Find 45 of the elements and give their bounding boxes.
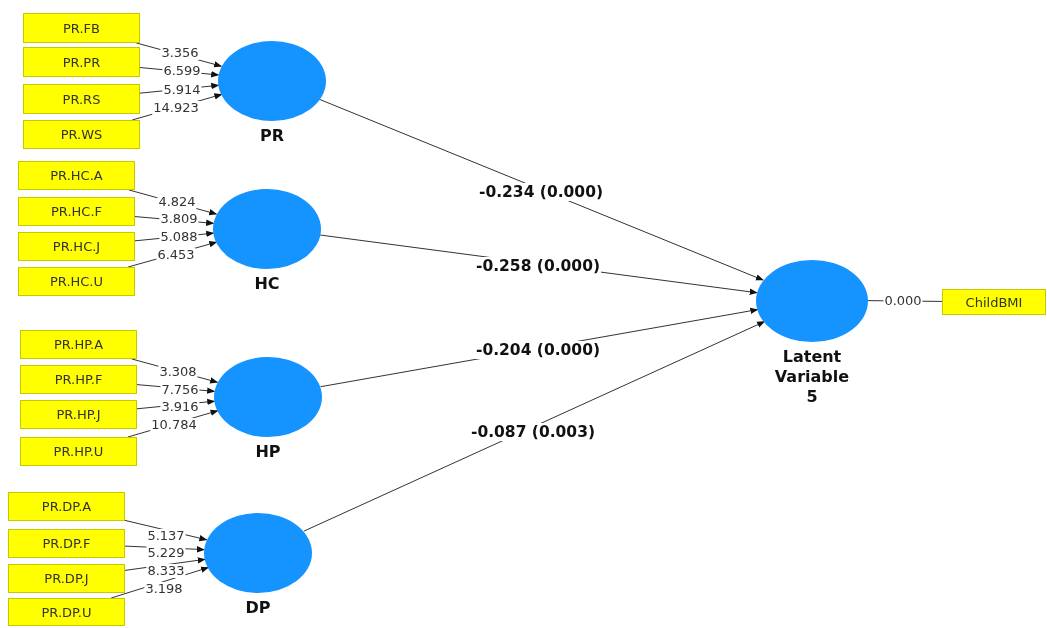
edge-label: 10.784	[150, 418, 198, 432]
indicator-box: PR.RS	[23, 84, 140, 114]
edge-label: 5.088	[159, 230, 199, 244]
edge-label: 4.824	[157, 195, 197, 209]
edge-label: 3.198	[144, 582, 184, 596]
indicator-box: PR.HP.J	[20, 400, 137, 429]
indicator-box: PR.HP.F	[20, 365, 137, 394]
path-coefficient-label: -0.258 (0.000)	[474, 257, 602, 275]
edge-label: 5.229	[146, 546, 186, 560]
edge-label: 3.809	[159, 212, 199, 226]
indicator-box: PR.HC.A	[18, 161, 135, 190]
edge-label: 7.756	[160, 383, 200, 397]
edge-label: 6.453	[156, 248, 196, 262]
edge-label: 8.333	[146, 564, 186, 578]
node-label: Latent Variable 5	[773, 347, 851, 407]
indicator-box: PR.DP.A	[8, 492, 125, 521]
edge-label: 5.914	[162, 83, 202, 97]
indicator-box: PR.HP.A	[20, 330, 137, 359]
path-coefficient-label: -0.204 (0.000)	[474, 341, 602, 359]
indicator-box: PR.HP.U	[20, 437, 137, 466]
indicator-box: PR.FB	[23, 13, 140, 43]
edge-label: 3.308	[158, 365, 198, 379]
node-label: DP	[244, 598, 272, 618]
indicator-box: PR.DP.U	[8, 598, 125, 626]
indicator-box: PR.DP.F	[8, 529, 125, 558]
indicator-box: PR.PR	[23, 47, 140, 77]
arrow	[318, 98, 764, 281]
indicator-box: PR.HC.F	[18, 197, 135, 226]
node-label: PR	[258, 126, 285, 146]
indicator-box: ChildBMI	[942, 289, 1046, 315]
edge-label: 14.923	[152, 101, 200, 115]
edge-label: 3.356	[160, 46, 200, 60]
edge-label: 5.137	[146, 529, 186, 543]
indicator-box: PR.HC.J	[18, 232, 135, 261]
arrow	[303, 321, 766, 532]
indicator-box: PR.HC.U	[18, 267, 135, 296]
edge-label: 3.916	[160, 400, 200, 414]
node-label: HP	[254, 442, 282, 462]
indicator-box: PR.DP.J	[8, 564, 125, 593]
indicator-box: PR.WS	[23, 120, 140, 149]
path-coefficient-label: -0.234 (0.000)	[477, 183, 605, 201]
edge-label: 0.000	[883, 294, 923, 308]
edge-label: 6.599	[162, 64, 202, 78]
node-label: HC	[253, 274, 281, 294]
path-coefficient-label: -0.087 (0.003)	[469, 423, 597, 441]
